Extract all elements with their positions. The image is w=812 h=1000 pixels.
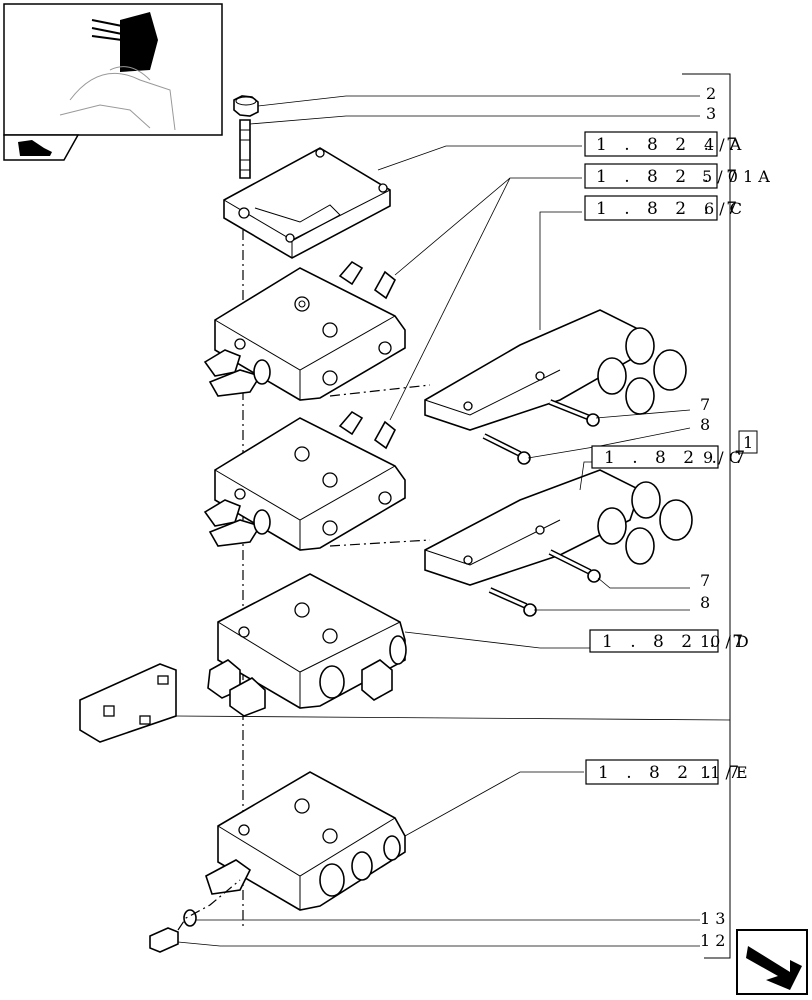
ref-1-box: 1 . 8 2 . 7 bbox=[596, 135, 743, 155]
ref-4-suffix: 9 / C bbox=[703, 448, 741, 467]
screw-part-7-upper bbox=[548, 399, 600, 427]
label-3: 3 bbox=[706, 104, 716, 123]
ref-6[interactable]: 1 . 8 2 . 7 11 / E bbox=[585, 759, 748, 785]
valve-section-1 bbox=[203, 260, 406, 401]
valve-section-2 bbox=[203, 410, 406, 551]
ref-5-suffix: 10 / D bbox=[700, 632, 749, 651]
ref-3-suffix: 6 / C bbox=[704, 199, 742, 218]
ref-1-suffix: 4 / A bbox=[704, 135, 742, 154]
ref-6-suffix: 11 / E bbox=[700, 763, 748, 782]
next-page-arrow-icon[interactable] bbox=[736, 929, 808, 995]
ref-2[interactable]: 1 . 8 2 . 7 5 / 0 1 A bbox=[584, 163, 770, 189]
valve-section-3 bbox=[207, 573, 407, 717]
ref-4[interactable]: 1 . 8 2 . 7 9 / C bbox=[591, 445, 751, 469]
label-13: 1 3 bbox=[700, 909, 725, 928]
nut-part-2 bbox=[233, 95, 259, 117]
ref-5-box: 1 . 8 2 . 7 bbox=[602, 632, 749, 652]
thumbnail bbox=[3, 3, 223, 136]
screw-part-8-lower bbox=[488, 587, 537, 617]
screw-part-7-lower bbox=[548, 549, 601, 583]
label-8-lower: 8 bbox=[700, 593, 710, 612]
screw-part-8-upper bbox=[482, 433, 531, 465]
quick-coupler-upper bbox=[424, 309, 687, 431]
ref-2-suffix: 5 / 0 1 A bbox=[702, 167, 770, 186]
label-1: 1 bbox=[743, 433, 753, 452]
ref-1[interactable]: 1 . 8 2 . 7 4 / A bbox=[584, 131, 743, 157]
ref-3[interactable]: 1 . 8 2 . 7 6 / C bbox=[584, 195, 743, 221]
ref-2-box: 1 . 8 2 . 7 bbox=[596, 167, 743, 187]
ref-3-box: 1 . 8 2 . 7 bbox=[596, 199, 743, 219]
plug-part-12 bbox=[149, 927, 179, 953]
label-7-lower: 7 bbox=[700, 571, 710, 590]
label-2: 2 bbox=[706, 84, 716, 103]
cover-plate bbox=[223, 147, 391, 259]
ref-4-box: 1 . 8 2 . 7 bbox=[604, 448, 751, 468]
ref-6-box: 1 . 8 2 . 7 bbox=[598, 763, 745, 783]
tractor-view-icon bbox=[3, 134, 80, 161]
label-1-box: 1 bbox=[738, 430, 758, 454]
ref-5[interactable]: 1 . 8 2 . 7 10 / D bbox=[589, 629, 749, 653]
label-7-upper: 7 bbox=[700, 395, 710, 414]
label-12: 1 2 bbox=[700, 931, 725, 950]
bracket-plate-part-1 bbox=[79, 663, 177, 743]
label-8-upper: 8 bbox=[700, 415, 710, 434]
stud-part-3 bbox=[239, 119, 251, 179]
quick-coupler-lower bbox=[424, 469, 693, 586]
valve-section-4 bbox=[205, 771, 406, 911]
leader-lines bbox=[175, 95, 731, 947]
